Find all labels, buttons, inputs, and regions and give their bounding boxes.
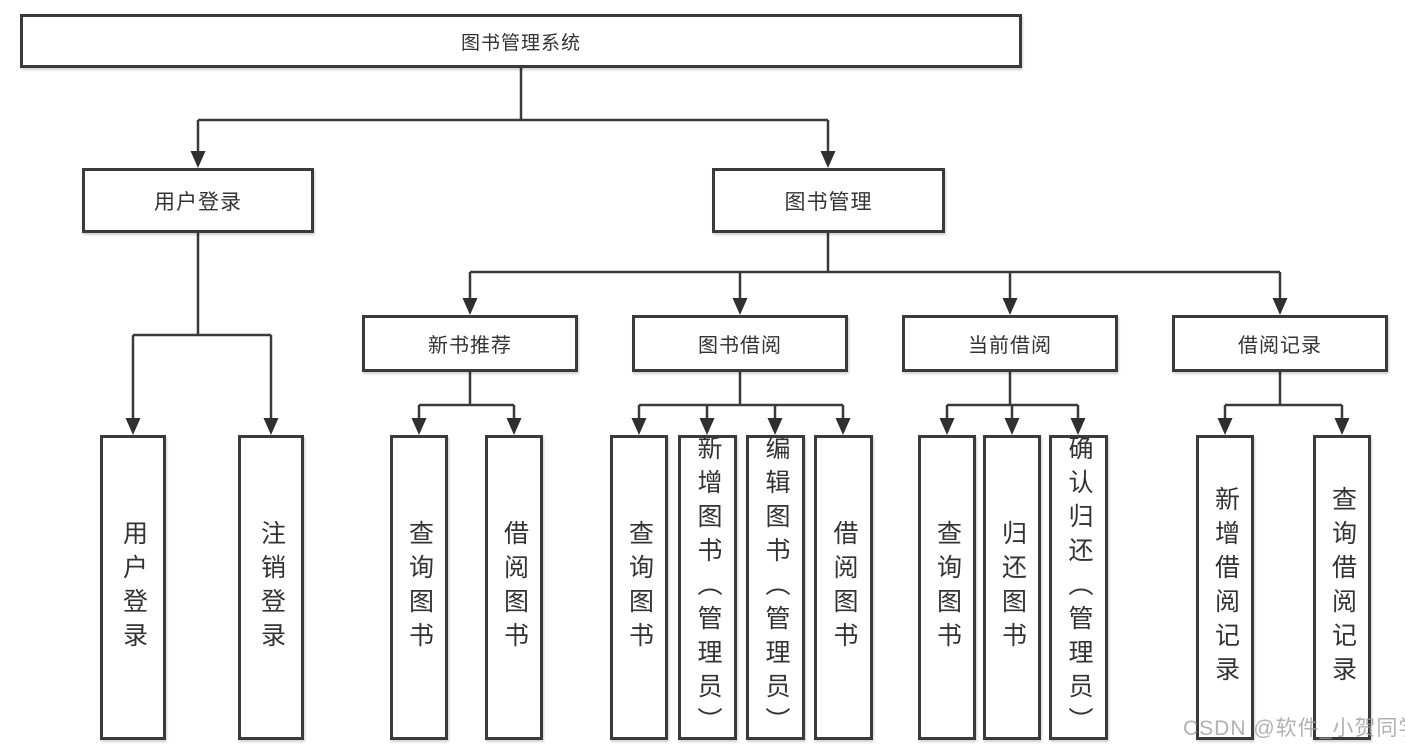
node-book-management-label: 图书管理: [784, 190, 873, 214]
leaf-add-borrow-record: 新增借阅记录: [1196, 435, 1254, 740]
node-new-book-recommend-label: 新书推荐: [428, 335, 512, 357]
leaf-add-book-admin: 新增图书（管理员）: [678, 434, 737, 741]
node-current-borrow-label: 当前借阅: [968, 335, 1052, 357]
node-user-login-label: 用户登录: [154, 190, 242, 214]
leaf-query-borrow-record-label: 查询借阅记录: [1328, 485, 1357, 690]
node-current-borrow: 当前借阅: [902, 315, 1118, 372]
leaf-edit-book-admin: 编辑图书（管理员）: [746, 434, 805, 741]
node-borrow-records-label: 借阅记录: [1238, 335, 1322, 357]
node-user-login: 用户登录: [82, 168, 314, 233]
leaf-query-books-current-label: 查询图书: [933, 519, 962, 656]
watermark: CSDN @软件_小贺同学: [1183, 717, 1405, 740]
leaf-add-book-admin-label: 新增图书（管理员）: [694, 434, 722, 741]
leaf-user-login: 用户登录: [100, 435, 166, 740]
node-book-management: 图书管理: [712, 168, 945, 233]
leaf-return-book: 归还图书: [983, 435, 1041, 740]
leaf-query-books-recommend-label: 查询图书: [405, 519, 434, 656]
leaf-confirm-return-admin: 确认归还（管理员）: [1049, 434, 1108, 741]
arrowhead-icons: [125, 151, 1350, 435]
leaf-borrow-books-label: 借阅图书: [830, 519, 858, 656]
leaf-logout: 注销登录: [238, 435, 304, 740]
leaf-query-books-current: 查询图书: [918, 435, 976, 740]
node-new-book-recommend: 新书推荐: [362, 315, 578, 372]
node-root-label: 图书管理系统: [460, 32, 581, 54]
leaf-borrow-books-recommend-label: 借阅图书: [500, 519, 529, 656]
node-borrow-records: 借阅记录: [1172, 315, 1388, 372]
leaf-borrow-books: 借阅图书: [814, 435, 873, 740]
node-root: 图书管理系统: [20, 14, 1022, 68]
leaf-query-books-recommend: 查询图书: [390, 435, 448, 740]
leaf-borrow-books-recommend: 借阅图书: [485, 435, 543, 740]
leaf-add-borrow-record-label: 新增借阅记录: [1211, 485, 1240, 690]
leaf-return-book-label: 归还图书: [998, 519, 1027, 656]
leaf-confirm-return-admin-label: 确认归还（管理员）: [1065, 434, 1093, 741]
leaf-logout-label: 注销登录: [257, 519, 286, 656]
leaf-edit-book-admin-label: 编辑图书（管理员）: [762, 434, 790, 741]
leaf-query-borrow-record: 查询借阅记录: [1313, 435, 1371, 740]
node-book-borrow: 图书借阅: [632, 315, 848, 372]
leaf-user-login-label: 用户登录: [119, 519, 148, 656]
leaf-query-books-borrow: 查询图书: [610, 435, 668, 740]
node-book-borrow-label: 图书借阅: [698, 335, 782, 357]
leaf-query-books-borrow-label: 查询图书: [625, 519, 654, 656]
